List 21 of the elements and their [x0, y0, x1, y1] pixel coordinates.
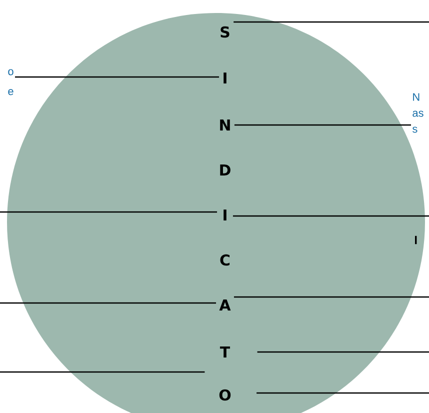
cut-text: I	[415, 236, 417, 244]
note-text: o e	[8, 69, 14, 96]
leader-line	[257, 351, 429, 353]
letter: C	[220, 254, 230, 266]
leader-line	[234, 21, 429, 23]
letter: N	[220, 120, 230, 130]
leader-line	[256, 392, 429, 394]
letter: I	[224, 72, 226, 84]
letter: D	[220, 164, 230, 176]
letter: I	[224, 210, 226, 220]
letter: T	[220, 346, 230, 358]
leader-line	[0, 302, 216, 304]
leader-line	[15, 76, 220, 78]
letter: S	[220, 26, 230, 38]
leader-line	[0, 211, 218, 213]
leader-line	[234, 296, 429, 298]
letter: O	[219, 389, 231, 401]
leader-line	[0, 371, 205, 373]
letter: A	[219, 300, 231, 310]
note-text: N as s	[412, 93, 424, 133]
leader-line	[232, 215, 429, 217]
